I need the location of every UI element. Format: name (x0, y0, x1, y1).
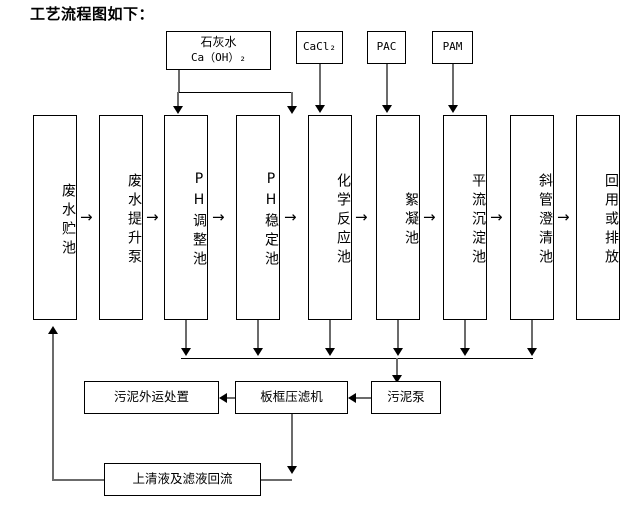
lime-branch-line (178, 92, 292, 93)
sludge-arrow-flocculation-icon (393, 348, 403, 356)
sludge-drop-flocculation (397, 320, 399, 350)
sludge-drop-reaction (329, 320, 331, 350)
press-to-recycle-arrow-icon (287, 466, 297, 474)
process-box-reaction: 化学反应池 (308, 115, 352, 320)
pac-arrow-icon (382, 105, 392, 113)
sludge-drop-sediment (464, 320, 466, 350)
sludge-bus-to-pump-line (396, 358, 398, 378)
cacl2-feed-line (319, 64, 321, 106)
process-label-ph-stable: PH稳定池 (263, 171, 279, 270)
return-line-horizontal (52, 479, 104, 481)
sludge-box-disposal: 污泥外运处置 (84, 381, 219, 414)
process-box-liftpump: 废水提升泵 (99, 115, 143, 320)
press-to-disposal-line (227, 397, 235, 399)
sludge-arrow-reaction-icon (325, 348, 335, 356)
cacl2-arrow-icon (315, 105, 325, 113)
process-box-storage: 废水贮池 (33, 115, 77, 320)
sludge-arrow-ph-stable-icon (253, 348, 263, 356)
sludge-arrow-clarifier-icon (527, 348, 537, 356)
flow-arrow-2-icon: → (146, 208, 159, 226)
sludge-arrow-sediment-icon (460, 348, 470, 356)
recycle-inlet-line (261, 479, 292, 481)
flow-arrow-3-icon: → (212, 208, 225, 226)
process-box-ph-stable: PH稳定池 (236, 115, 280, 320)
pump-to-press-arrow-icon (348, 393, 356, 403)
reagent-lime-formula: Ca（OH）₂ (190, 51, 247, 65)
pump-to-press-line (356, 397, 371, 399)
pac-feed-line (386, 64, 388, 106)
process-label-ph-adjust: PH调整池 (191, 171, 207, 270)
return-arrow-to-storage-icon (48, 326, 58, 334)
return-line-vertical (52, 334, 54, 480)
lime-arrow-ph-stable-icon (287, 106, 297, 114)
reagent-box-cacl2: CaCl₂ (296, 31, 343, 64)
process-box-reuse: 回用或排放 (576, 115, 620, 320)
lime-stem-line (178, 70, 180, 93)
process-box-clarifier: 斜管澄清池 (510, 115, 554, 320)
pam-arrow-icon (448, 105, 458, 113)
lime-drop-ph-stable (291, 92, 293, 108)
process-label-clarifier: 斜管澄清池 (537, 173, 553, 268)
flow-arrow-1-icon: → (80, 208, 93, 226)
process-label-flocculation: 絮凝池 (403, 192, 419, 249)
process-box-ph-adjust: PH调整池 (164, 115, 208, 320)
process-box-sediment: 平流沉淀池 (443, 115, 487, 320)
flow-arrow-7-icon: → (490, 208, 503, 226)
process-label-storage: 废水贮池 (60, 182, 76, 259)
process-label-sediment: 平流沉淀池 (470, 173, 486, 268)
reagent-lime-name: 石灰水 (200, 35, 237, 50)
press-to-recycle-line (291, 414, 293, 469)
pam-feed-line (452, 64, 454, 106)
process-label-liftpump: 废水提升泵 (126, 173, 142, 268)
reagent-box-pac: PAC (367, 31, 406, 64)
sludge-box-filterpress: 板框压滤机 (235, 381, 348, 414)
press-to-disposal-arrow-icon (219, 393, 227, 403)
process-box-flocculation: 絮凝池 (376, 115, 420, 320)
reagent-box-lime: 石灰水 Ca（OH）₂ (166, 31, 271, 70)
flow-arrow-4-icon: → (284, 208, 297, 226)
sludge-drop-ph-stable (257, 320, 259, 350)
process-label-reuse: 回用或排放 (603, 173, 619, 268)
sludge-box-sludgepump: 污泥泵 (371, 381, 441, 414)
lime-arrow-ph-adjust-icon (173, 106, 183, 114)
lime-drop-ph-adjust (177, 92, 179, 108)
recycle-box-supernatant: 上清液及滤液回流 (104, 463, 261, 496)
process-label-reaction: 化学反应池 (335, 173, 351, 268)
sludge-bus-to-pump-arrow-icon (392, 375, 402, 383)
sludge-arrow-ph-adjust-icon (181, 348, 191, 356)
flow-arrow-5-icon: → (355, 208, 368, 226)
sludge-bus-line (181, 358, 533, 359)
flow-arrow-8-icon: → (557, 208, 570, 226)
page-title: 工艺流程图如下： (30, 5, 155, 23)
flow-arrow-6-icon: → (423, 208, 436, 226)
sludge-drop-clarifier (531, 320, 533, 350)
sludge-drop-ph-adjust (185, 320, 187, 350)
reagent-box-pam: PAM (432, 31, 473, 64)
